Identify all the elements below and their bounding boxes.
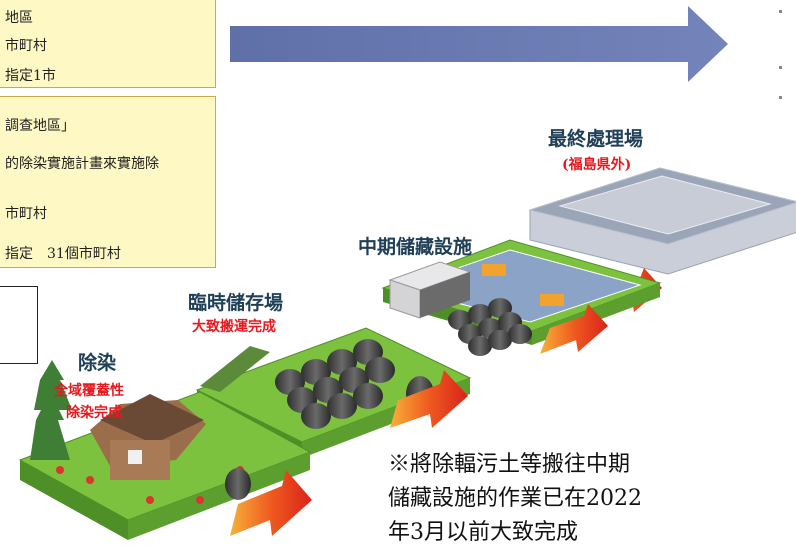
info-box-survey-area: 調查地區」 的除染實施計畫來實施除 市町村 指定 31個市町村 [0, 96, 216, 268]
decontamination-sublabel-1: 全域覆蓋性 [54, 383, 124, 399]
info-line: 調查地區」 [5, 118, 75, 134]
info-line: 市町村 [5, 38, 47, 54]
decontamination-sublabel-2: 除染完成 [66, 405, 122, 421]
info-line: 市町村 [5, 206, 47, 222]
outline-box [0, 286, 38, 364]
info-line: 地區 [5, 10, 33, 26]
info-line: 指定 31個市町村 [5, 246, 121, 262]
temporary-storage-label: 臨時儲存場 [188, 292, 284, 314]
final-disposal-label: 最終處理場 [548, 128, 644, 150]
process-direction-arrow [230, 6, 728, 82]
info-line: 指定1市 [5, 68, 56, 84]
final-disposal-site [528, 167, 796, 275]
temporary-storage-sublabel: 大致搬運完成 [192, 319, 276, 335]
edge-mark [779, 96, 782, 99]
note-line: 年3月以前大致完成 [388, 520, 578, 545]
info-line: 的除染實施計畫來實施除 [5, 156, 159, 172]
final-disposal-sublabel: (福島県外) [562, 157, 632, 173]
decontamination-label: 除染 [78, 352, 117, 374]
note-line: ※將除輻污土等搬往中期 [388, 452, 631, 477]
red-arrow-2 [390, 370, 468, 428]
completion-note: ※將除輻污土等搬往中期 儲藏設施的作業已在2022 年3月以前大致完成 [388, 448, 748, 550]
red-arrow-1 [230, 470, 312, 536]
info-box-designated-area: 地區 市町村 指定1市 [0, 0, 216, 88]
decontamination-site [18, 360, 312, 540]
interim-storage-label: 中期儲藏設施 [358, 236, 473, 258]
edge-mark [779, 10, 782, 13]
interim-bags [448, 298, 532, 356]
red-arrow-3 [540, 304, 608, 354]
note-line: 儲藏設施的作業已在2022 [388, 486, 642, 511]
edge-mark [779, 66, 782, 69]
